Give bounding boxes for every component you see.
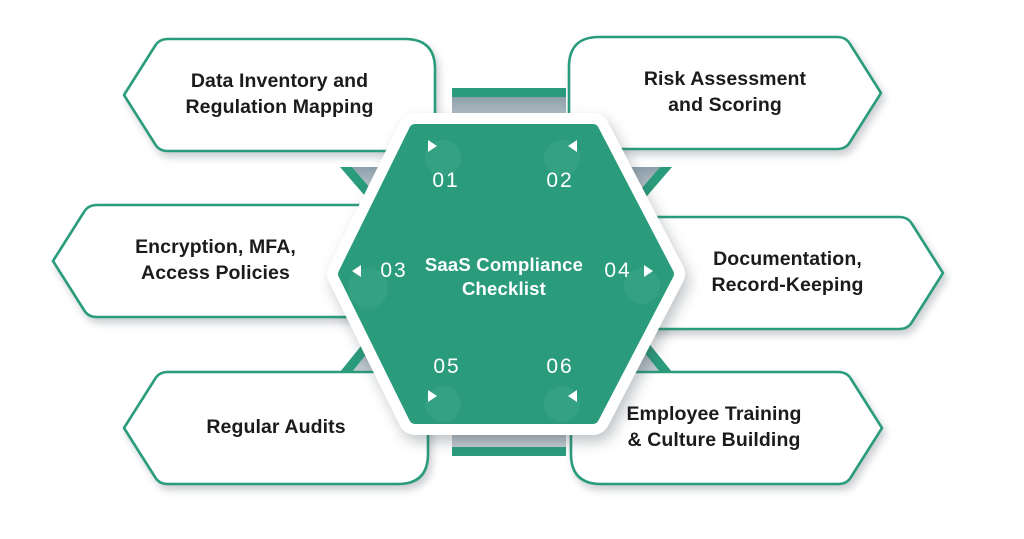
box-shape xyxy=(122,37,437,153)
box-regular-audits: Regular Audits xyxy=(122,368,430,488)
box-label-documentation: Documentation, Record-Keeping xyxy=(711,248,864,296)
box-label-risk-assessment: Risk Assessment and Scoring xyxy=(643,68,807,116)
box-label-employee-training: Employee Training & Culture Building xyxy=(626,403,802,451)
box-encryption-mfa: Encryption, MFA, Access Policies xyxy=(51,201,400,321)
box-documentation: Documentation, Record-Keeping xyxy=(620,213,945,333)
box-label-regular-audits: Regular Audits xyxy=(206,416,346,439)
box-data-inventory: Data Inventory and Regulation Mapping xyxy=(122,35,437,155)
box-label-encryption-mfa: Encryption, MFA, Access Policies xyxy=(135,236,296,284)
box-risk-assessment: Risk Assessment and Scoring xyxy=(567,33,883,153)
box-label-data-inventory: Data Inventory and Regulation Mapping xyxy=(185,70,374,118)
box-shape xyxy=(567,35,883,151)
